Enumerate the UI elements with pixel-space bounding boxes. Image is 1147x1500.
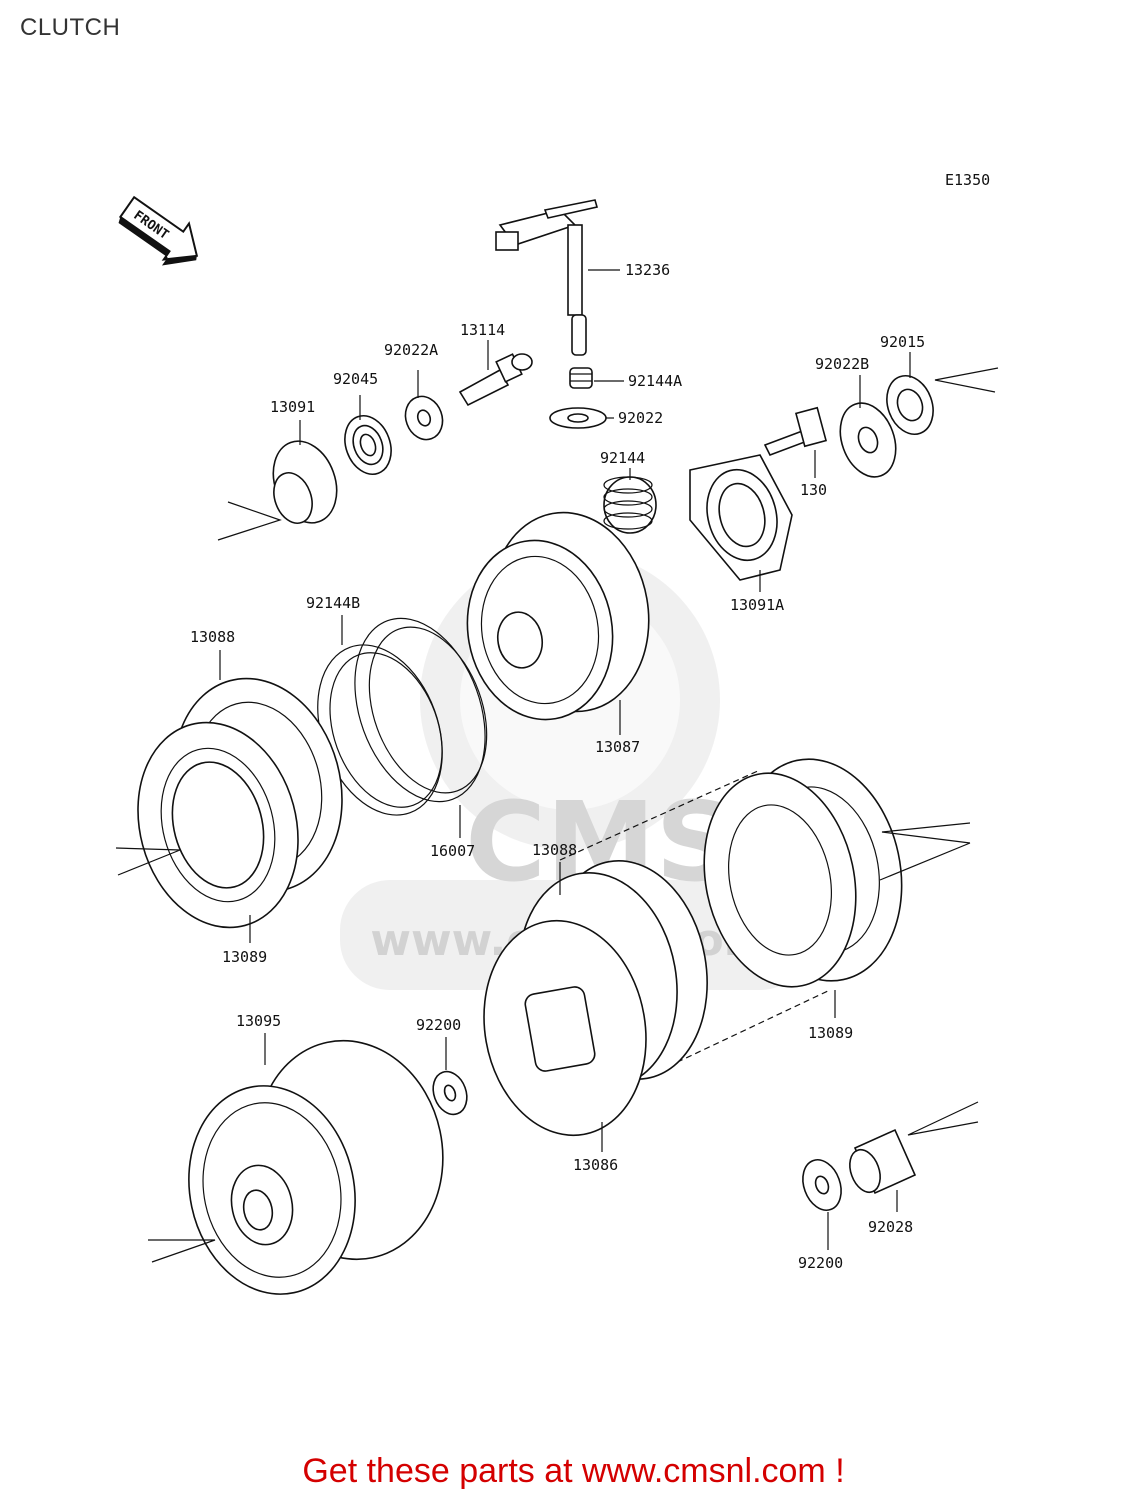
washer-92022A <box>404 395 444 441</box>
part-label-13088-right: 13088 <box>532 841 577 859</box>
pressure-plate-13091A <box>689 454 793 581</box>
diagram-code: E1350 <box>945 171 990 189</box>
part-label-13091: 13091 <box>270 398 315 416</box>
part-label-13088-left: 13088 <box>190 628 235 646</box>
part-label-16007: 16007 <box>430 842 475 860</box>
part-label-13089-right: 13089 <box>808 1024 853 1042</box>
part-label-13087: 13087 <box>595 738 640 756</box>
leader-lines <box>219 269 911 1250</box>
bearing-housing-13091 <box>272 440 338 524</box>
part-label-13089-left: 13089 <box>222 948 267 966</box>
sleeve-92028 <box>849 1128 917 1195</box>
axis-guide-lines <box>115 367 999 1263</box>
part-label-13091A: 13091A <box>730 596 784 614</box>
clutch-hub-13087 <box>466 511 650 721</box>
ring-16007 <box>354 617 488 803</box>
part-label-92028: 92028 <box>868 1218 913 1236</box>
pressure-plate-13086 <box>483 919 647 1137</box>
washer-92022 <box>549 407 607 429</box>
part-label-92144A: 92144A <box>628 372 682 390</box>
front-arrow-icon: FRONT <box>118 195 199 266</box>
part-label-92200-right: 92200 <box>798 1254 843 1272</box>
part-label-92022A: 92022A <box>384 341 438 359</box>
bolt-130 <box>763 406 828 457</box>
part-label-92015: 92015 <box>880 333 925 351</box>
push-rod-13114 <box>458 353 533 407</box>
clutch-spring-92144 <box>603 476 657 534</box>
bearing-92045 <box>344 415 392 475</box>
part-label-92022B: 92022B <box>815 355 869 373</box>
part-label-92022: 92022 <box>618 409 663 427</box>
washer-92200-right <box>802 1159 842 1211</box>
part-label-13086: 13086 <box>573 1156 618 1174</box>
push-lever-shaft <box>495 199 599 356</box>
washer-92200-middle <box>432 1070 468 1116</box>
part-label-92144: 92144 <box>600 449 645 467</box>
footer-link[interactable]: Get these parts at www.cmsnl.com ! <box>302 1452 845 1490</box>
spring-92144A <box>569 367 593 389</box>
washer-92022B <box>839 402 897 478</box>
page-title: CLUTCH <box>20 14 121 41</box>
part-label-130: 130 <box>800 481 827 499</box>
part-label-13095: 13095 <box>236 1012 281 1030</box>
part-label-92200-middle: 92200 <box>416 1016 461 1034</box>
part-label-92045: 92045 <box>333 370 378 388</box>
nut-92015 <box>886 375 934 435</box>
part-labels: 13236 13114 92144A 92022 92022A 92045 13… <box>190 261 925 1272</box>
clutch-housing-13095 <box>188 1039 444 1295</box>
steel-plate-13089-left <box>137 721 299 929</box>
part-label-13236: 13236 <box>625 261 670 279</box>
part-label-13114: 13114 <box>460 321 505 339</box>
part-label-92144B: 92144B <box>306 594 360 612</box>
